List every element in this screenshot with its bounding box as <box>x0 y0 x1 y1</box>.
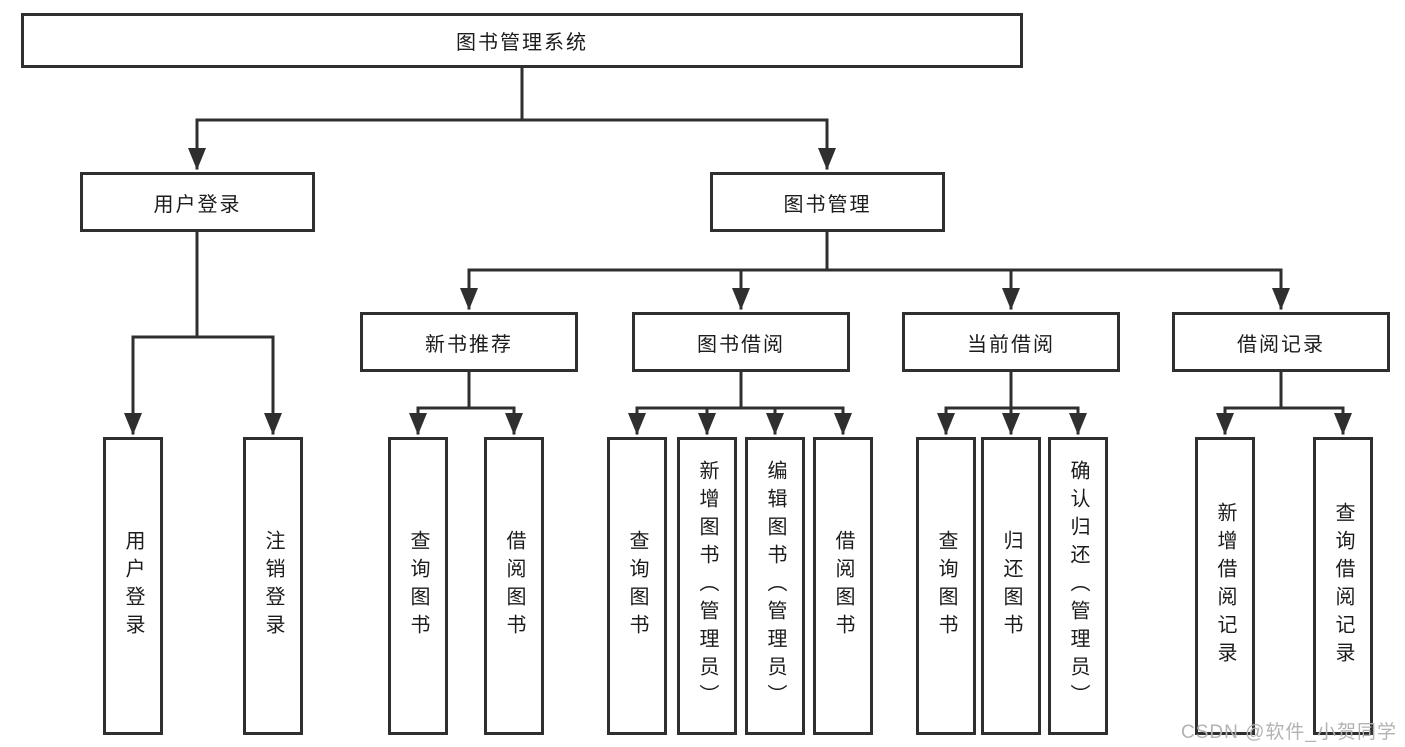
node-leaf-query-books-2: 查询图书 <box>607 437 667 735</box>
watermark: CSDN @软件_小贺同学 <box>1181 722 1397 743</box>
node-book-borrowing-label: 图书借阅 <box>697 333 785 356</box>
node-leaf-add-books-admin: 新增图书（管理员） <box>677 437 737 735</box>
node-book-management: 图书管理 <box>710 172 945 232</box>
node-leaf-edit-books-admin-label: 编辑图书（管理员） <box>764 460 786 712</box>
node-leaf-borrow-books-1: 借阅图书 <box>484 437 544 735</box>
node-leaf-query-borrow-record: 查询借阅记录 <box>1313 437 1373 735</box>
node-book-borrowing: 图书借阅 <box>632 312 850 372</box>
node-current-borrowing-label: 当前借阅 <box>967 333 1055 356</box>
node-user-login-label: 用户登录 <box>153 193 242 216</box>
node-leaf-logout: 注销登录 <box>243 437 303 735</box>
node-new-book-recommend-label: 新书推荐 <box>425 333 513 356</box>
node-leaf-borrow-books-2: 借阅图书 <box>813 437 873 735</box>
node-leaf-logout-label: 注销登录 <box>262 530 284 642</box>
node-leaf-user-login-label: 用户登录 <box>122 530 144 642</box>
node-leaf-query-books-3: 查询图书 <box>916 437 976 735</box>
node-leaf-query-borrow-record-label: 查询借阅记录 <box>1332 502 1354 670</box>
node-leaf-add-borrow-record: 新增借阅记录 <box>1195 437 1255 735</box>
node-current-borrowing: 当前借阅 <box>902 312 1120 372</box>
node-leaf-query-books-1-label: 查询图书 <box>407 530 429 642</box>
node-leaf-user-login: 用户登录 <box>103 437 163 735</box>
node-leaf-borrow-books-2-label: 借阅图书 <box>832 530 854 642</box>
node-root-label: 图书管理系统 <box>456 32 588 54</box>
node-leaf-query-books-3-label: 查询图书 <box>935 530 957 642</box>
node-user-login: 用户登录 <box>80 172 315 232</box>
node-book-management-label: 图书管理 <box>783 193 872 216</box>
node-leaf-add-borrow-record-label: 新增借阅记录 <box>1214 502 1236 670</box>
node-leaf-confirm-return-admin: 确认归还（管理员） <box>1048 437 1108 735</box>
node-leaf-query-books-1: 查询图书 <box>388 437 448 735</box>
node-borrowing-records: 借阅记录 <box>1172 312 1390 372</box>
node-borrowing-records-label: 借阅记录 <box>1237 333 1325 356</box>
node-new-book-recommend: 新书推荐 <box>360 312 578 372</box>
node-leaf-edit-books-admin: 编辑图书（管理员） <box>745 437 805 735</box>
node-leaf-add-books-admin-label: 新增图书（管理员） <box>696 460 718 712</box>
node-leaf-query-books-2-label: 查询图书 <box>626 530 648 642</box>
node-leaf-return-books-label: 归还图书 <box>1000 530 1022 642</box>
node-leaf-return-books: 归还图书 <box>981 437 1041 735</box>
node-leaf-confirm-return-admin-label: 确认归还（管理员） <box>1067 460 1089 712</box>
node-leaf-borrow-books-1-label: 借阅图书 <box>503 530 525 642</box>
node-root: 图书管理系统 <box>21 13 1023 68</box>
